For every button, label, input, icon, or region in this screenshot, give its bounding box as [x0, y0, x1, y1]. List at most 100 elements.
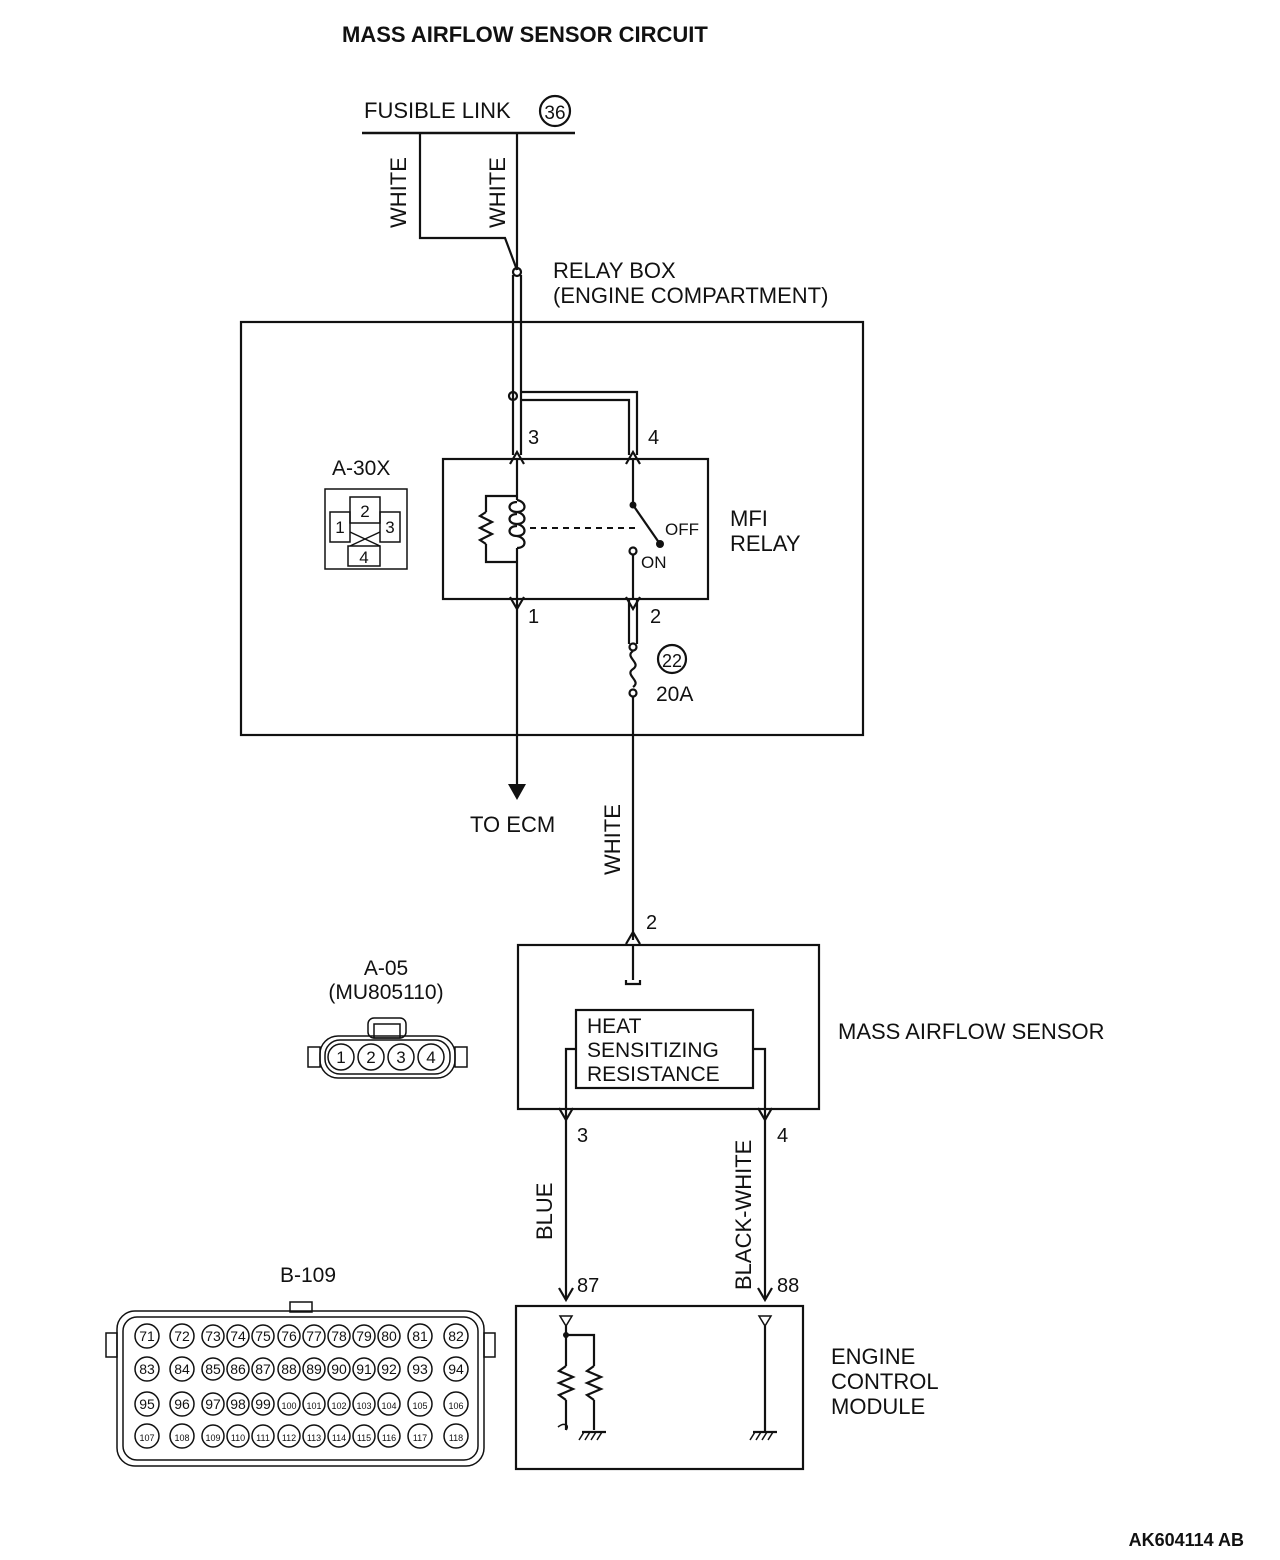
b109-pin-circle [377, 1392, 401, 1416]
ecm-pin87-label: 87 [577, 1275, 599, 1297]
b109-pin-label: 98 [230, 1396, 246, 1412]
b109-pin-label: 118 [449, 1433, 463, 1443]
to-ecm-arrow [508, 784, 526, 800]
switch-off-label: OFF [665, 520, 699, 539]
b109-pin-label: 74 [230, 1328, 246, 1344]
a05-pin-3: 3 [396, 1048, 405, 1067]
b109-pin-label: 107 [139, 1433, 154, 1443]
b109-pin-circle [352, 1424, 376, 1448]
b109-pin-label: 85 [205, 1361, 221, 1377]
junction-dot-2 [507, 390, 519, 402]
b109-pin-circle [251, 1357, 275, 1381]
b109-pin-label: 111 [256, 1433, 270, 1443]
diagram-title: MASS AIRFLOW SENSOR CIRCUIT [342, 22, 708, 47]
b109-pin-label: 94 [448, 1361, 464, 1377]
a05-pin-1: 1 [336, 1048, 345, 1067]
b109-pin-label: 79 [356, 1328, 372, 1344]
b109-pin-circle [327, 1324, 351, 1348]
b109-pin-label: 101 [306, 1401, 321, 1411]
b109-pin-label: 91 [356, 1361, 372, 1377]
b109-pin-label: 112 [282, 1433, 296, 1443]
b109-pin-label: 114 [332, 1433, 346, 1443]
a05-pin-2: 2 [366, 1048, 375, 1067]
maf-connector-part: (MU805110) [328, 981, 443, 1004]
maf-pin4-label: 4 [777, 1125, 788, 1147]
b109-pin-label: 76 [281, 1328, 297, 1344]
maf-connector-a05 [307, 1017, 468, 1079]
fuse-22 [627, 599, 639, 940]
relay-pin1-label: 1 [528, 606, 539, 628]
relay-connector-id: A-30X [332, 457, 390, 480]
figure-code: AK604114 AB [1129, 1530, 1244, 1550]
b109-pin-label: 83 [139, 1361, 155, 1377]
b109-pin-label: 103 [356, 1401, 371, 1411]
b109-pin-circle [201, 1392, 225, 1416]
maf-sensor-label: MASS AIRFLOW SENSOR [838, 1019, 1105, 1044]
ecm-label-2: CONTROL [831, 1369, 939, 1394]
b109-pin-label: 113 [307, 1433, 321, 1443]
b109-pin-label: 78 [331, 1328, 347, 1344]
b109-pin-label: 102 [331, 1401, 346, 1411]
b109-pin-circle [226, 1357, 250, 1381]
wire-label-white-maf: WHITE [600, 804, 625, 875]
b109-pin-circle [302, 1324, 326, 1348]
ecm-connector-b109-shell [105, 1301, 496, 1467]
wire-label-white-left: WHITE [386, 157, 411, 228]
maf-wire-pin3 [564, 1047, 576, 1120]
relay-connector-a30x [324, 488, 408, 570]
b109-pin-circle [327, 1424, 351, 1448]
maf-pin2-arrow [625, 929, 641, 945]
a30x-pin-2: 2 [360, 502, 369, 521]
b109-pin-label: 86 [230, 1361, 246, 1377]
b109-pin-label: 95 [139, 1396, 155, 1412]
relay-pin4-label: 4 [648, 427, 659, 449]
a30x-pin-4: 4 [359, 548, 368, 567]
b109-pin-circle [251, 1324, 275, 1348]
fuse-number-badge [656, 643, 688, 675]
fuse-number: 22 [662, 651, 682, 671]
wire-to-pin4-a [521, 390, 639, 455]
b109-pin-label: 109 [205, 1433, 220, 1443]
b109-pin-circle [134, 1323, 160, 1349]
b109-pin-circle [352, 1357, 376, 1381]
b109-pin-circle [407, 1323, 433, 1349]
relay-box-label: RELAY BOX [553, 258, 676, 283]
maf-connector-id: A-05 [364, 957, 408, 980]
maf-pin2-label: 2 [646, 912, 657, 934]
b109-pin-label: 105 [412, 1401, 427, 1411]
relay-coil [508, 459, 526, 599]
relay-box [239, 320, 865, 737]
b109-pin-label: 75 [255, 1328, 271, 1344]
wire-label-blue: BLUE [532, 1183, 557, 1240]
b109-pin-label: 87 [255, 1361, 271, 1377]
b109-pin-circle [201, 1324, 225, 1348]
fusible-link-number-badge: 36 [538, 94, 572, 128]
b109-pin-label: 77 [306, 1328, 322, 1344]
b109-pin-label: 93 [412, 1361, 428, 1377]
b109-pin-circle [377, 1324, 401, 1348]
wire-label-black-white: BLACK-WHITE [731, 1140, 756, 1290]
b109-pin-label: 97 [205, 1396, 221, 1412]
heat-element-label-3: RESISTANCE [587, 1063, 720, 1086]
b109-pin-label: 117 [413, 1433, 427, 1443]
b109-pin-circle [169, 1356, 195, 1382]
b109-pin-label: 96 [174, 1396, 190, 1412]
junction-dot [511, 266, 523, 278]
a05-pin-4: 4 [426, 1048, 435, 1067]
b109-pin-circle [201, 1424, 225, 1448]
b109-pin-circle [302, 1357, 326, 1381]
fuse-rating: 20A [656, 683, 693, 706]
b109-pin-label: 106 [448, 1401, 463, 1411]
b109-pin-circle [169, 1323, 195, 1349]
b109-pin-circle [407, 1423, 433, 1449]
relay-pin2-label: 2 [650, 606, 661, 628]
b109-pin-circle [377, 1357, 401, 1381]
b109-pin-label: 80 [381, 1328, 397, 1344]
b109-pin-label: 115 [357, 1433, 371, 1443]
a30x-pin-3: 3 [385, 518, 394, 537]
ecm-pin88-label: 88 [777, 1275, 799, 1297]
b109-pin-label: 71 [139, 1328, 155, 1344]
relay-diode-resistor [477, 494, 517, 564]
b109-pin-label: 73 [205, 1328, 221, 1344]
